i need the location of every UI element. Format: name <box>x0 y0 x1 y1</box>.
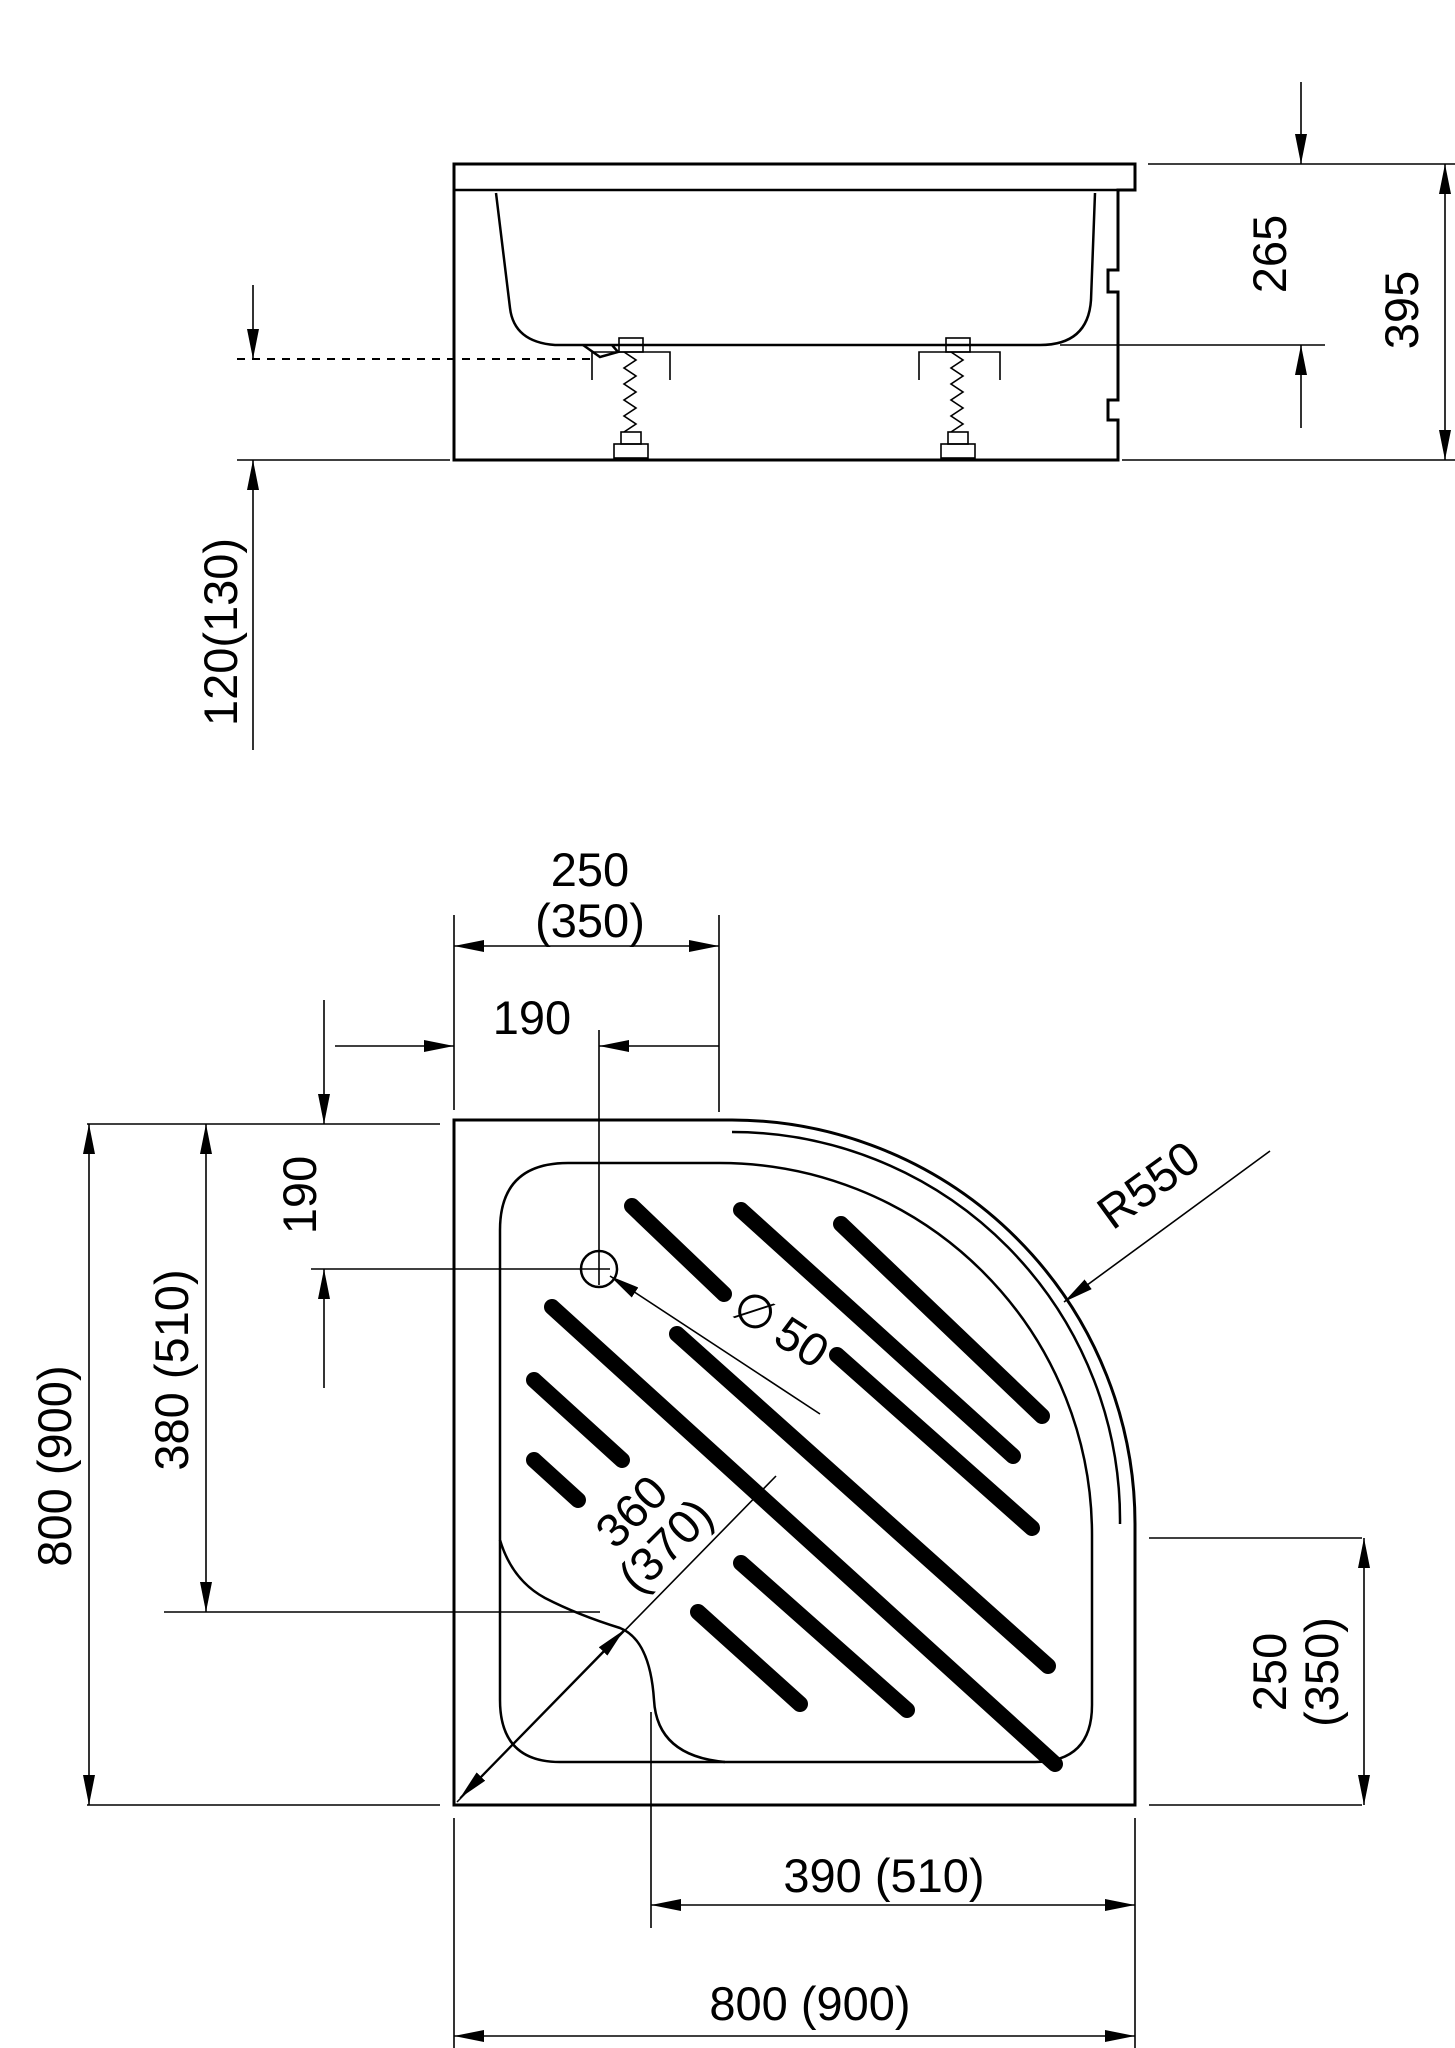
dim-total-height: 395 <box>1375 271 1428 349</box>
dim-inner-width: 390 (510) <box>783 1849 984 1902</box>
dim-waste-offset-top: 250 <box>551 843 629 896</box>
groove <box>733 1202 1021 1464</box>
dim-waste-offset-bottom: (350) <box>535 894 645 947</box>
groove <box>624 1198 732 1302</box>
dim-side-width: 800 (900) <box>709 1977 910 2030</box>
adjustable-foot-right <box>918 337 1001 459</box>
groove <box>690 1604 808 1712</box>
tray-rim-arc <box>731 1130 1122 1525</box>
side-view: 265 395 120(130) <box>194 82 1455 750</box>
groove <box>669 1326 1056 1674</box>
groove <box>526 1452 586 1508</box>
dim-drain-diameter: 50 <box>766 1306 839 1379</box>
dim-diagonal-group: 360 (370) <box>585 1465 723 1603</box>
adjustable-foot-left <box>591 337 671 459</box>
tray-top-outline <box>452 1118 1137 1807</box>
dim-feet-height: 120(130) <box>194 538 247 726</box>
dim-drain-y: 190 <box>273 1156 326 1234</box>
groove <box>544 1299 1063 1772</box>
dim-inner-height: 380 (510) <box>145 1269 198 1470</box>
dim-right-offset-top: 250 <box>1243 1633 1296 1711</box>
top-view: 250 (350) 190 190 380 (510) 800 (900) R5… <box>28 843 1370 2048</box>
dim-drain-x: 190 <box>493 991 571 1044</box>
tray-side-outline <box>452 162 1137 462</box>
groove <box>526 1372 630 1468</box>
tray-basin-outline <box>498 1161 1094 1764</box>
tray-basin-profile <box>494 192 1097 347</box>
groove <box>833 1216 1050 1424</box>
dim-pan-height: 265 <box>1243 215 1296 293</box>
dim-side-height: 800 (900) <box>28 1365 81 1566</box>
dim-radius: R550 <box>1087 1130 1209 1239</box>
drain-outlet <box>582 343 621 359</box>
groove <box>733 1555 915 1718</box>
anti-slip-grooves <box>526 1198 1063 1772</box>
dim-right-offset-bottom: (350) <box>1295 1617 1348 1727</box>
groove <box>829 1347 1040 1536</box>
seat-curve <box>498 1540 725 1764</box>
